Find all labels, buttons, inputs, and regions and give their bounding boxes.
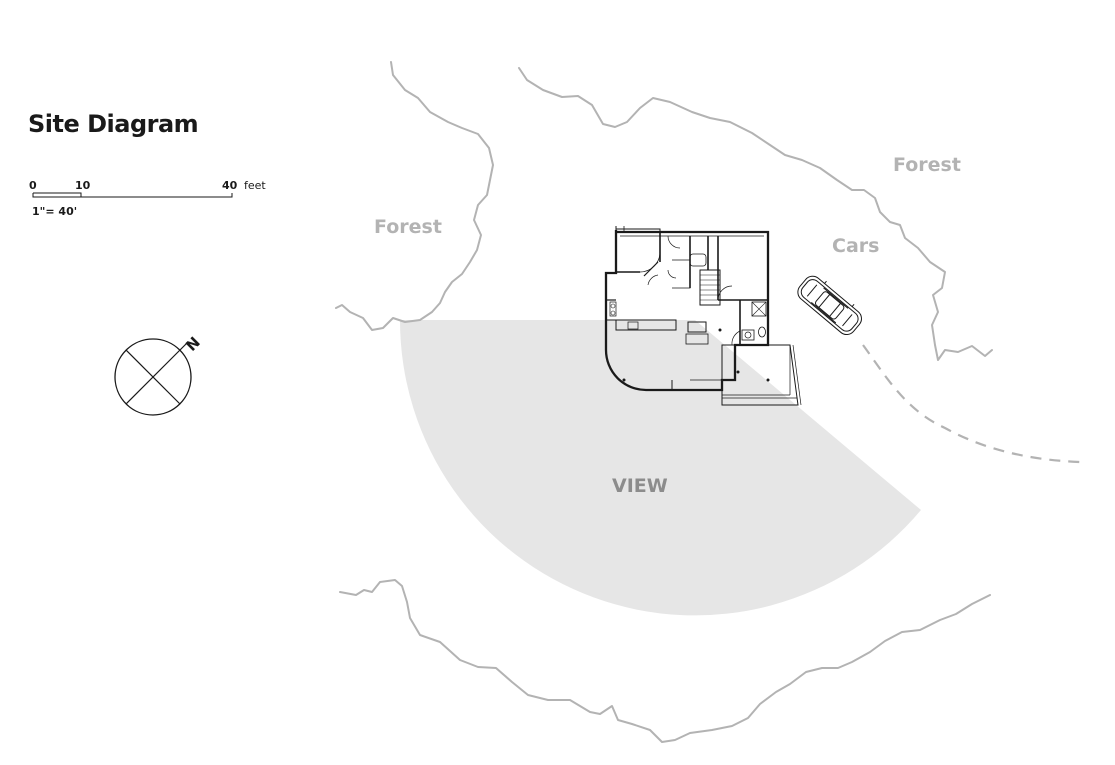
compass-icon: N [114,333,204,416]
scale-unit: feet [244,179,266,192]
driveway-path [862,344,1081,464]
car-icon [797,275,862,336]
tree-line-bottom [339,579,991,743]
tree-line-top-right [518,67,993,361]
tree-line-left [335,61,494,331]
compass-north-label: N [182,333,204,355]
scale-ratio: 1"= 40' [32,205,77,218]
forest-left-label: Forest [374,216,442,238]
house-floor-plan [604,226,802,406]
forest-right-label: Forest [893,154,961,176]
cars-label: Cars [832,235,879,257]
page-title: Site Diagram [28,110,199,138]
scale-tick-0: 0 [29,179,37,192]
scale-tick-40: 40 [222,179,238,192]
scale-tick-10: 10 [75,179,91,192]
view-label: VIEW [612,475,668,497]
scale-bar: 0 10 40 feet 1"= 40' [29,179,266,218]
view-wedge [399,320,921,616]
